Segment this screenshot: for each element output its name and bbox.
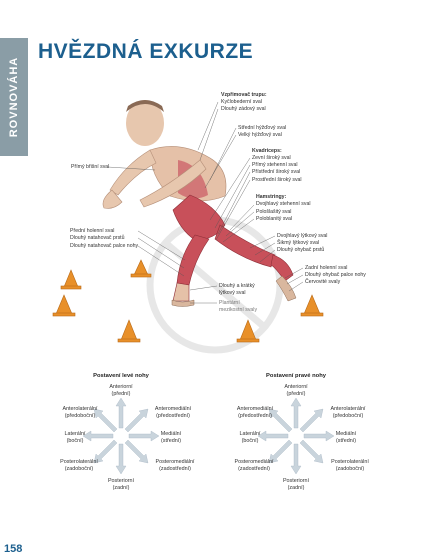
compass-right-arrows xyxy=(257,397,335,475)
label-quad-heading: Kvadriceps: xyxy=(252,148,282,154)
label-gluteus-maximus: Velký hýžďový sval xyxy=(238,132,282,138)
label-hamstring-heading: Hamstringy: xyxy=(256,194,287,200)
dir-translation: (zadoboční) xyxy=(335,466,365,472)
label-rectus-abdominis: Přímý břišní sval xyxy=(71,164,110,170)
page-title: HVĚZDNÁ EXKURZE xyxy=(38,40,254,63)
label-rectus-femoris: Přímý stehenní sval xyxy=(252,162,298,168)
dir-name: Mediální xyxy=(335,431,357,437)
label-peroneus-2: lýtkový sval xyxy=(219,290,246,296)
compass-right-right: Mediální (střední) xyxy=(311,431,381,445)
dir-name: Anterolaterální xyxy=(330,406,366,412)
dir-translation: (přední) xyxy=(286,391,306,397)
dir-translation: (předostřední) xyxy=(238,413,272,419)
label-lumbricals: Červovité svaly xyxy=(305,279,341,285)
label-peroneus-1: Dlouhý a krátký xyxy=(219,283,255,289)
label-semimembranosus: Poloblanitý sval xyxy=(256,216,293,222)
label-biceps-femoris: Dvojhlavý stehenní sval xyxy=(256,201,311,207)
label-gluteus-medius: Střední hýžďový sval xyxy=(238,125,287,131)
label-plantar-2: mezikostní svaly xyxy=(219,307,258,313)
dir-name: Anteromediální xyxy=(236,406,274,412)
dir-name: Laterální xyxy=(64,431,86,437)
compass-left-top-right: Anteromediální (předostřední) xyxy=(138,406,208,420)
label-erector-heading: Vzpřimovač trupu: xyxy=(221,92,267,98)
dir-translation: (boční) xyxy=(241,438,259,444)
dir-translation: (předostřední) xyxy=(156,413,190,419)
compass-left-right: Mediální (střední) xyxy=(136,431,206,445)
label-vastus-lateralis: Zevní široký sval xyxy=(252,155,291,161)
compass-right-bottom-left: Posteromediální (zadostřední) xyxy=(219,459,289,473)
compass-left-bottom-left: Posterolaterální (zadoboční) xyxy=(44,459,114,473)
compass-right-left: Laterální (boční) xyxy=(215,431,285,445)
label-plantar-1: Plantární xyxy=(219,300,240,306)
dir-name: Posteromediální xyxy=(155,459,195,465)
section-tab: ROVNOVÁHA xyxy=(0,38,28,156)
watermark xyxy=(146,216,284,354)
dir-name: Laterální xyxy=(239,431,261,437)
dir-name: Anteriorní xyxy=(109,384,133,390)
compass-right-top: Anteriorní (přední) xyxy=(261,384,331,398)
compass-left-left: Laterální (boční) xyxy=(40,431,110,445)
dir-translation: (předoboční) xyxy=(332,413,364,419)
label-tibialis-anterior: Přední holenní sval xyxy=(70,228,115,234)
dir-translation: (zadostřední) xyxy=(159,466,191,472)
dir-name: Mediální xyxy=(160,431,182,437)
dir-name: Posteriorní xyxy=(282,478,310,484)
dir-translation: (přední) xyxy=(111,391,131,397)
dir-name: Posterolaterální xyxy=(331,459,369,465)
dir-name: Anteriorní xyxy=(284,384,308,390)
label-extensor-digitorum: Dlouhý natahovač prstů xyxy=(70,235,125,241)
dir-translation: (střední) xyxy=(160,438,182,444)
athlete-figure xyxy=(102,100,297,307)
dir-name: Anterolaterální xyxy=(62,406,98,412)
dir-translation: (boční) xyxy=(66,438,84,444)
dir-translation: (zadostřední) xyxy=(238,466,270,472)
label-semitendinosus: Pološlašitý sval xyxy=(256,209,292,215)
compass-left-top: Anteriorní (přední) xyxy=(86,384,156,398)
dir-name: Posteriorní xyxy=(107,478,135,484)
label-vastus-medialis: Přístřední široký sval xyxy=(252,169,301,175)
dir-translation: (střední) xyxy=(335,438,357,444)
label-soleus: Šikmý lýtkový sval xyxy=(277,240,320,246)
compass-right-top-right: Anterolaterální (předoboční) xyxy=(313,406,383,420)
label-extensor-hallucis: Dlouhý natahovač palce nohy xyxy=(70,243,139,249)
dir-translation: (zadní) xyxy=(287,485,305,491)
label-leader-lines xyxy=(107,101,304,304)
dir-name: Posteromediální xyxy=(234,459,274,465)
label-iliocostalis: Kyčlobederní sval xyxy=(221,99,262,105)
compass-left-bottom: Posteriorní (zadní) xyxy=(86,478,156,492)
label-flexor-digitorum: Dlouhý ohybač prstů xyxy=(277,247,325,253)
label-longissimus: Dlouhý zádový sval xyxy=(221,106,266,112)
training-cones xyxy=(52,259,324,343)
label-flexor-hallucis: Dlouhý ohybač palce nohy xyxy=(305,272,366,278)
dir-name: Anteromediální xyxy=(154,406,192,412)
compass-left-heading: Postavení levé nohy xyxy=(93,373,149,379)
label-gastrocnemius: Dvojhlavý lýtkový sval xyxy=(277,233,328,239)
label-tibialis-posterior: Zadní holenní sval xyxy=(305,265,348,271)
page-number: 158 xyxy=(4,543,23,555)
label-vastus-intermedius: Prostřední široký sval xyxy=(252,177,302,183)
compass-right-bottom: Posteriorní (zadní) xyxy=(261,478,331,492)
compass-right-top-left: Anteromediální (předostřední) xyxy=(220,406,290,420)
compass-right-bottom-right: Posterolaterální (zadoboční) xyxy=(315,459,385,473)
dir-translation: (zadoboční) xyxy=(64,466,94,472)
dir-translation: (zadní) xyxy=(112,485,130,491)
compass-right-heading: Postavení pravé nohy xyxy=(266,373,326,379)
compass-left-bottom-right: Posteromediální (zadostřední) xyxy=(140,459,210,473)
dir-name: Posterolaterální xyxy=(60,459,98,465)
compass-left-arrows xyxy=(82,397,160,475)
dir-translation: (předoboční) xyxy=(64,413,96,419)
compass-left-top-left: Anterolaterální (předoboční) xyxy=(45,406,115,420)
